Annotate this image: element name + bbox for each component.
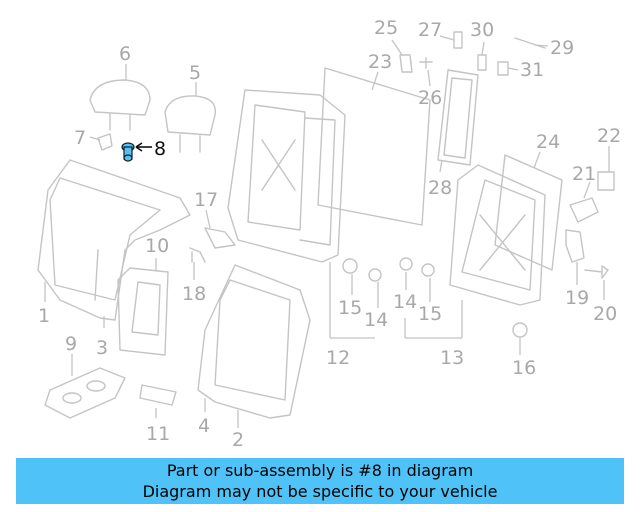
banner-line-1: Part or sub-assembly is #8 in diagram (166, 461, 474, 480)
label-10: 10 (145, 235, 169, 257)
part-5-headrest (164, 95, 217, 153)
part-10-armrest-frame (117, 267, 169, 356)
part-19-latch (565, 229, 585, 263)
part-8-clip (121, 142, 135, 162)
part-17-bracket (204, 227, 236, 249)
label-20: 20 (593, 303, 617, 325)
label-23: 23 (368, 51, 392, 73)
part-26-bolt (419, 57, 433, 69)
banner-line-2: Diagram may not be specific to your vehi… (142, 482, 498, 501)
part-14-bushing-left (368, 268, 382, 282)
label-1: 1 (38, 305, 50, 327)
part-23-board (317, 67, 431, 226)
part-9-armrest (44, 367, 126, 419)
label-5: 5 (189, 62, 201, 84)
label-28: 28 (428, 177, 452, 199)
part-11-trim (139, 384, 177, 406)
label-15-right: 15 (418, 303, 442, 325)
part-7-guide (97, 133, 113, 151)
label-14-left: 14 (364, 309, 388, 331)
label-12: 12 (326, 347, 350, 369)
part-28-frame (437, 69, 479, 166)
label-11: 11 (146, 423, 170, 445)
part-13-right-frame (449, 164, 546, 306)
part-20-bolt (584, 265, 609, 279)
part-2-center-cushion (197, 264, 311, 419)
part-15-bushing-left (342, 258, 358, 274)
label-3: 3 (96, 337, 108, 359)
label-25: 25 (374, 17, 398, 39)
label-7: 7 (74, 127, 86, 149)
part-27-cap (453, 31, 463, 49)
label-18: 18 (182, 283, 206, 305)
label-24: 24 (536, 131, 560, 153)
info-banner: Part or sub-assembly is #8 in diagram Di… (16, 458, 624, 504)
label-9: 9 (65, 333, 77, 355)
label-22: 22 (597, 125, 621, 147)
label-30: 30 (470, 19, 494, 41)
part-31-clip (497, 61, 509, 76)
label-21: 21 (572, 163, 596, 185)
label-31: 31 (520, 59, 544, 81)
part-6-headrest (89, 79, 151, 131)
part-1-seat-back-cushion (37, 159, 191, 321)
part-14-bushing-right (399, 257, 413, 271)
label-6: 6 (119, 43, 131, 65)
label-8: 8 (154, 138, 166, 160)
label-29: 29 (550, 37, 574, 59)
part-16-bushing (512, 322, 528, 338)
label-4: 4 (198, 415, 210, 437)
label-13: 13 (440, 347, 464, 369)
label-14-right: 14 (393, 291, 417, 313)
label-17: 17 (194, 189, 218, 211)
part-29-rod (514, 37, 546, 49)
leader-lines (44, 35, 610, 428)
label-16: 16 (512, 357, 536, 379)
part-25-clip (399, 54, 413, 73)
part-21-bracket (569, 197, 599, 223)
label-15-left: 15 (338, 297, 362, 319)
part-23-seat-frame (227, 89, 346, 263)
label-2: 2 (232, 429, 244, 451)
part-30-clip (477, 54, 487, 71)
part-15-bushing-right (421, 263, 435, 277)
part-22-cap (597, 171, 615, 191)
part-18-hook (189, 247, 206, 263)
label-26: 26 (418, 87, 442, 109)
label-19: 19 (565, 287, 589, 309)
label-27: 27 (418, 19, 442, 41)
part-24-board (494, 154, 563, 271)
